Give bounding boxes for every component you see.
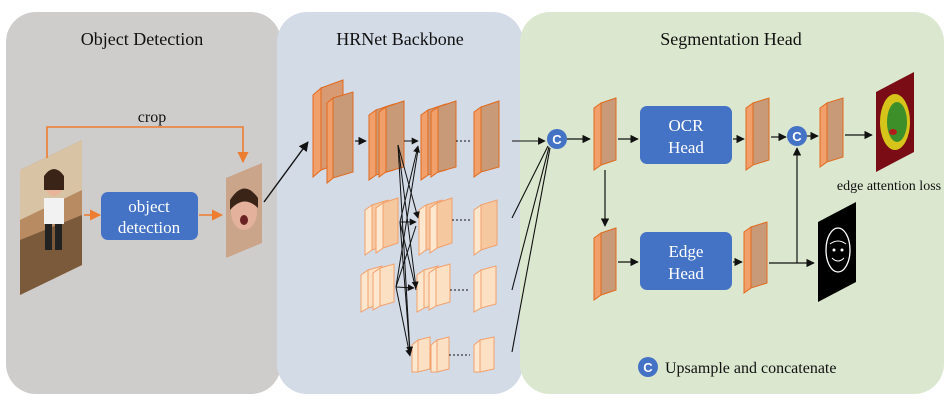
person-photo-icon [20,140,82,295]
seg-feature-1 [593,97,617,171]
branch2-col3 [473,199,498,256]
edge-head-label-2: Head [668,264,704,283]
edge-head-box [640,232,732,290]
concat-node-2: C [787,126,807,146]
branch3-col2 [416,263,451,313]
backbone-connections [395,137,470,357]
branch1-col1 [368,100,405,181]
hrnet-backbone-title: HRNet Backbone [336,29,463,49]
stage1-feature [312,79,354,185]
ocr-head-label-2: Head [668,138,704,157]
legend-text: Upsample and concatenate [665,360,836,377]
legend-concat-icon [638,357,658,377]
segmentation-mask-icon [876,72,914,172]
segmentation-head-panel [520,12,944,394]
seg-feature-edge-in [593,227,617,301]
crop-arrow [46,126,249,164]
seg-feature-ocr-out [745,97,770,171]
branch3-col3 [473,265,497,313]
object-detection-box-label-2: detection [118,218,181,237]
object-detection-box-label-1: object [128,197,170,216]
svg-text:C: C [643,360,653,375]
edge-head-label-1: Edge [669,242,704,261]
object-detection-box [101,192,198,240]
branch4-col1 [411,336,450,373]
seg-feature-final [819,97,844,168]
object-detection-title: Object Detection [81,29,203,49]
ocr-head-box [640,106,732,164]
legend: C Upsample and concatenate [638,357,836,377]
ocr-head-label-1: OCR [669,116,705,135]
branch1-col2 [420,100,457,181]
branch1-col3 [473,100,500,178]
edge-map-icon [818,202,856,302]
branch2-col1 [364,197,399,256]
hrnet-feature-maps [312,79,500,373]
seg-feature-edge-out [743,221,768,294]
svg-text:C: C [552,132,562,147]
edge-attention-loss-label: edge attention loss [837,179,941,194]
branch4-col2 [473,336,495,373]
crop-label: crop [138,109,166,126]
branch3-col1 [360,263,395,313]
crop-to-backbone-arrow [263,141,309,203]
segmentation-head-title: Segmentation Head [660,29,801,49]
cropped-face-photo-icon [226,163,262,258]
backbone-to-concat-lines [511,137,551,353]
branch2-col2 [418,197,453,256]
svg-text:C: C [792,129,802,144]
concat-node-1: C [547,129,567,149]
